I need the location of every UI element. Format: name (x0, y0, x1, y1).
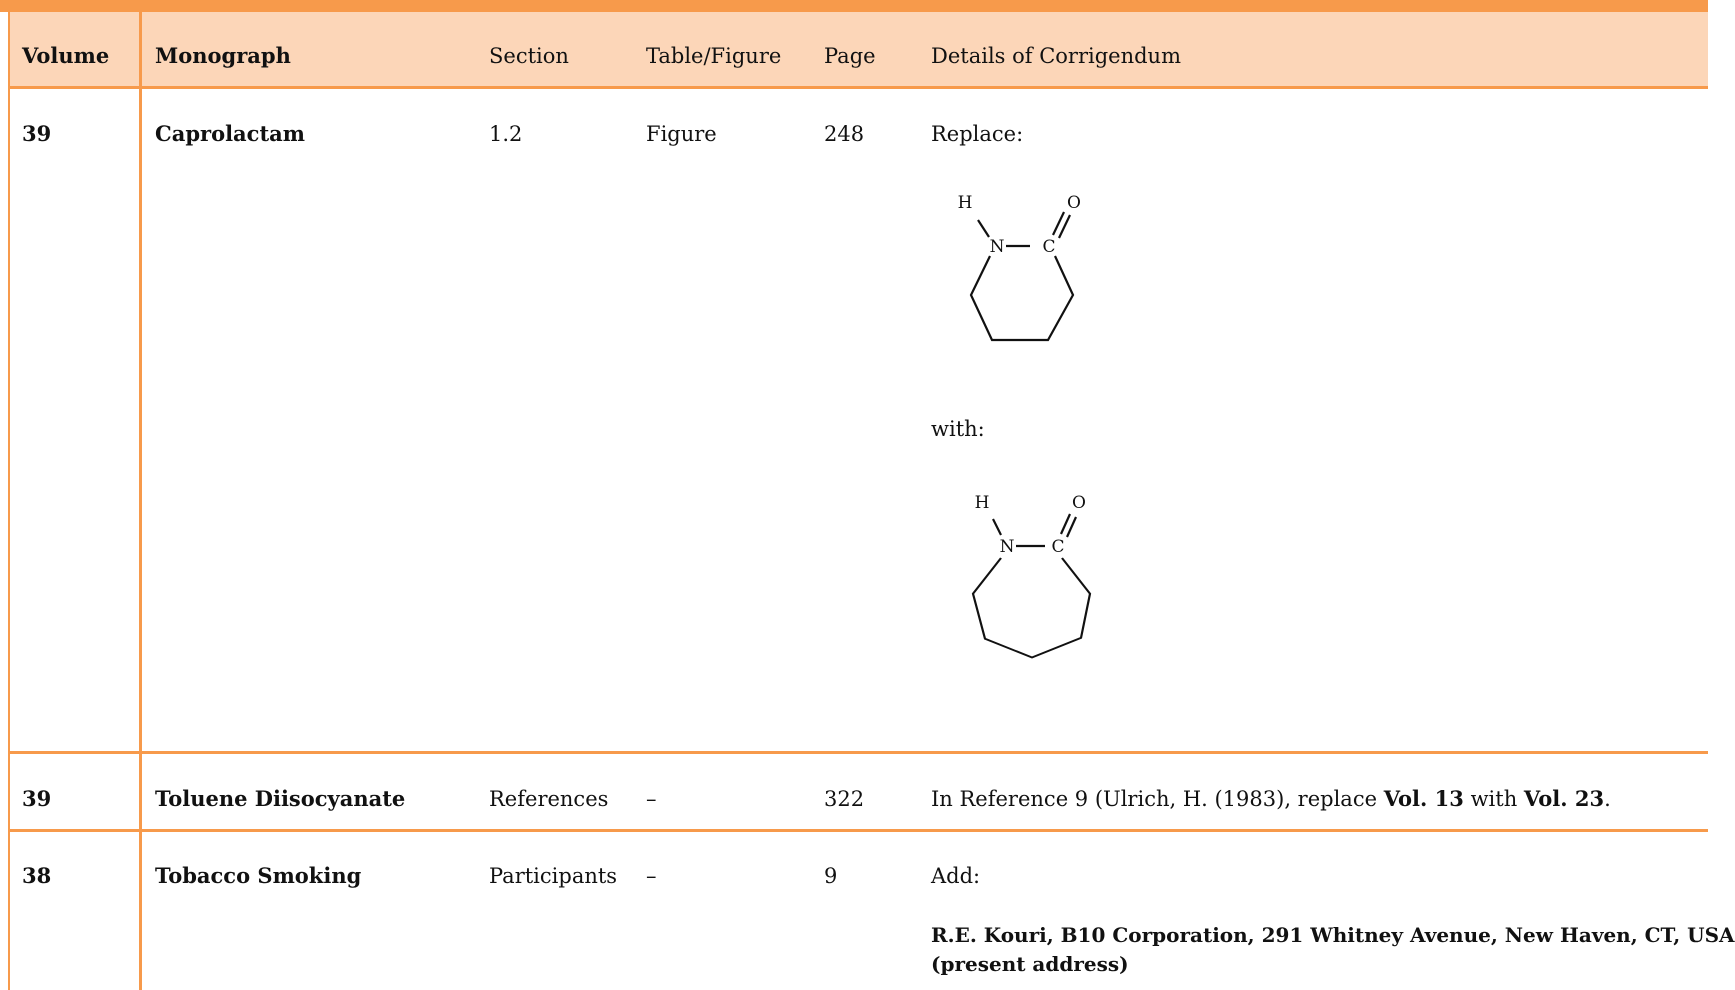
header-volume: Volume (22, 43, 110, 68)
row3-add-line1: R.E. Kouri, B10 Corporation, 291 Whitney… (931, 923, 1735, 947)
new-structure-diagram: H O N C (971, 493, 1092, 659)
row3-monograph: Tobacco Smoking (155, 863, 362, 888)
row2-volume: 39 (22, 786, 52, 811)
row1-monograph: Caprolactam (155, 121, 305, 146)
header-section: Section (489, 44, 569, 68)
row1-table-figure: Figure (646, 122, 717, 146)
row2-table-figure: – (646, 787, 657, 811)
row3-add-line2: (present address) (931, 952, 1129, 976)
header-divider (8, 86, 1708, 89)
column-divider (139, 12, 142, 990)
row2-old-value: Vol. 13 (1383, 786, 1464, 811)
row3-page: 9 (824, 864, 838, 888)
new-atom-o: O (1072, 493, 1086, 513)
row-divider-2 (8, 829, 1708, 832)
old-structure-diagram: H O N C (958, 193, 1081, 342)
new-atom-n: N (1000, 537, 1015, 557)
old-atom-o: O (1067, 193, 1081, 213)
row2-details-mid: with (1463, 787, 1524, 811)
old-atom-c: C (1042, 237, 1055, 257)
row2-monograph: Toluene Diisocyanate (155, 786, 406, 811)
row2-details: In Reference 9 (Ulrich, H. (1983), repla… (931, 786, 1611, 812)
row-divider-1 (8, 751, 1708, 754)
table-left-border (8, 12, 10, 990)
old-atom-h: H (958, 193, 973, 213)
row1-section: 1.2 (489, 122, 523, 146)
row2-section: References (489, 787, 609, 811)
row1-page: 248 (824, 122, 865, 146)
header-page: Page (824, 44, 876, 68)
row2-details-post: . (1604, 787, 1611, 811)
table-top-border (0, 0, 1708, 12)
row3-add-label: Add: (931, 864, 981, 888)
row2-page: 322 (824, 787, 865, 811)
header-monograph: Monograph (155, 43, 291, 68)
table-header-row (10, 12, 1708, 87)
new-atom-h: H (975, 493, 990, 513)
old-atom-n: N (990, 237, 1005, 257)
row2-new-value: Vol. 23 (1523, 786, 1605, 811)
row3-section: Participants (489, 864, 618, 888)
row1-volume: 39 (22, 121, 52, 146)
row3-table-figure: – (646, 864, 657, 888)
row1-replace-label: Replace: (931, 122, 1024, 146)
header-table-figure: Table/Figure (646, 44, 782, 68)
row3-volume: 38 (22, 863, 52, 888)
row1-with-label: with: (931, 417, 985, 441)
row2-details-pre: In Reference 9 (Ulrich, H. (1983), repla… (931, 787, 1384, 811)
new-atom-c: C (1051, 537, 1064, 557)
header-details: Details of Corrigendum (931, 44, 1181, 68)
